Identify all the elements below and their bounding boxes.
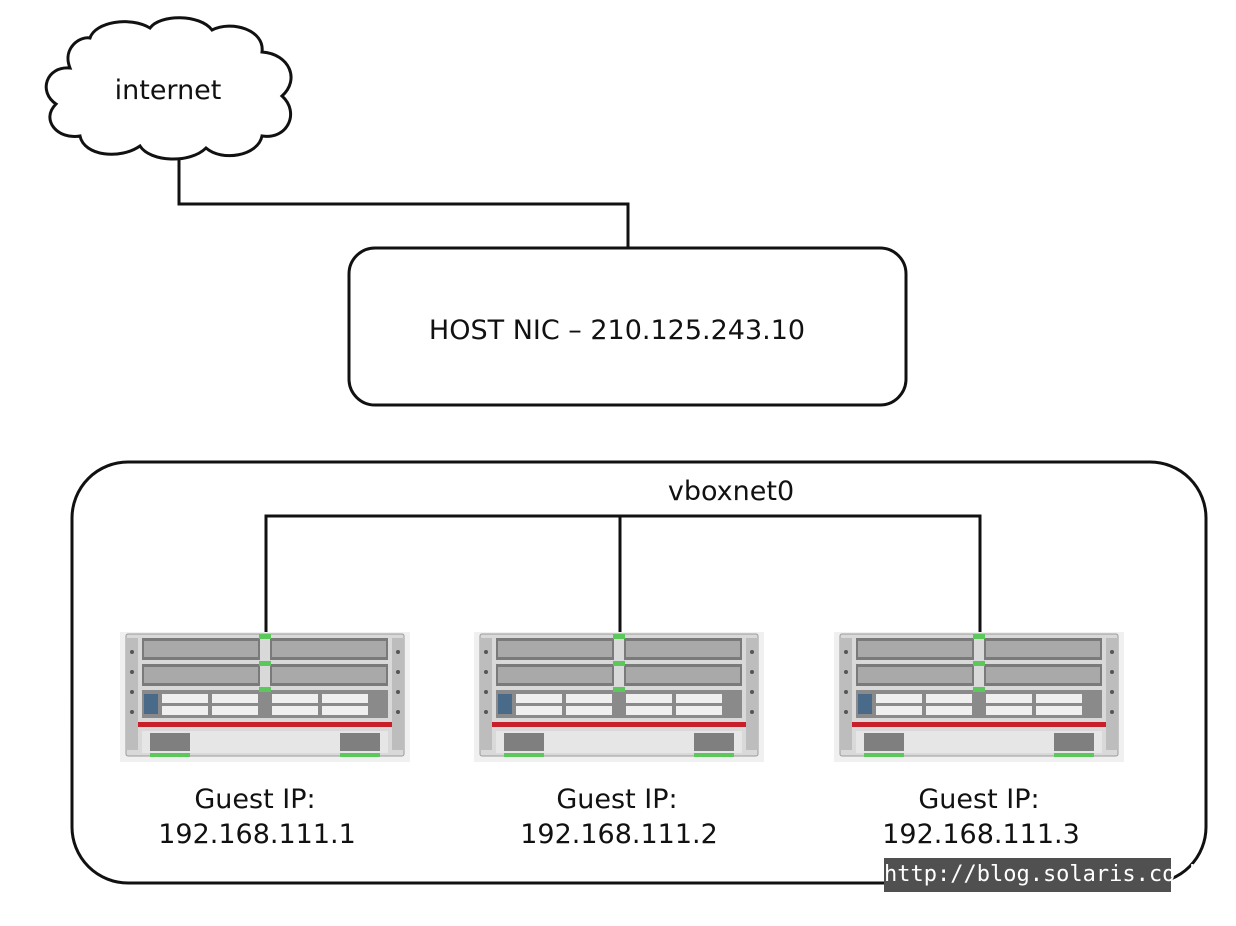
- guest-2-caption: Guest IP: 192.168.111.2: [520, 784, 718, 850]
- guest-server-2: [473, 631, 765, 763]
- guest-server-3: [833, 631, 1125, 763]
- guest-3-ip-label: Guest IP:: [918, 784, 1039, 815]
- internet-label: internet: [115, 75, 222, 106]
- guest-1-ip-value: 192.168.111.1: [158, 819, 356, 850]
- internet-cloud: internet: [44, 16, 293, 161]
- host-nic-label: HOST NIC – 210.125.243.10: [429, 315, 805, 346]
- guest-3-caption: Guest IP: 192.168.111.3: [882, 784, 1080, 850]
- guest-server-1: [119, 631, 411, 763]
- host-nic-box: HOST NIC – 210.125.243.10: [347, 246, 908, 407]
- guest-2-ip-value: 192.168.111.2: [520, 819, 718, 850]
- internet-host-link: [177, 160, 630, 248]
- guest-3-ip-value: 192.168.111.3: [882, 819, 1080, 850]
- blog-watermark: http://blog.solaris.co.kr: [884, 858, 1215, 892]
- vboxnet0-label: vboxnet0: [668, 476, 794, 507]
- guest-1-caption: Guest IP: 192.168.111.1: [158, 784, 356, 850]
- guest-2-ip-label: Guest IP:: [556, 784, 677, 815]
- guest-1-ip-label: Guest IP:: [194, 784, 315, 815]
- network-bus: [264, 514, 982, 632]
